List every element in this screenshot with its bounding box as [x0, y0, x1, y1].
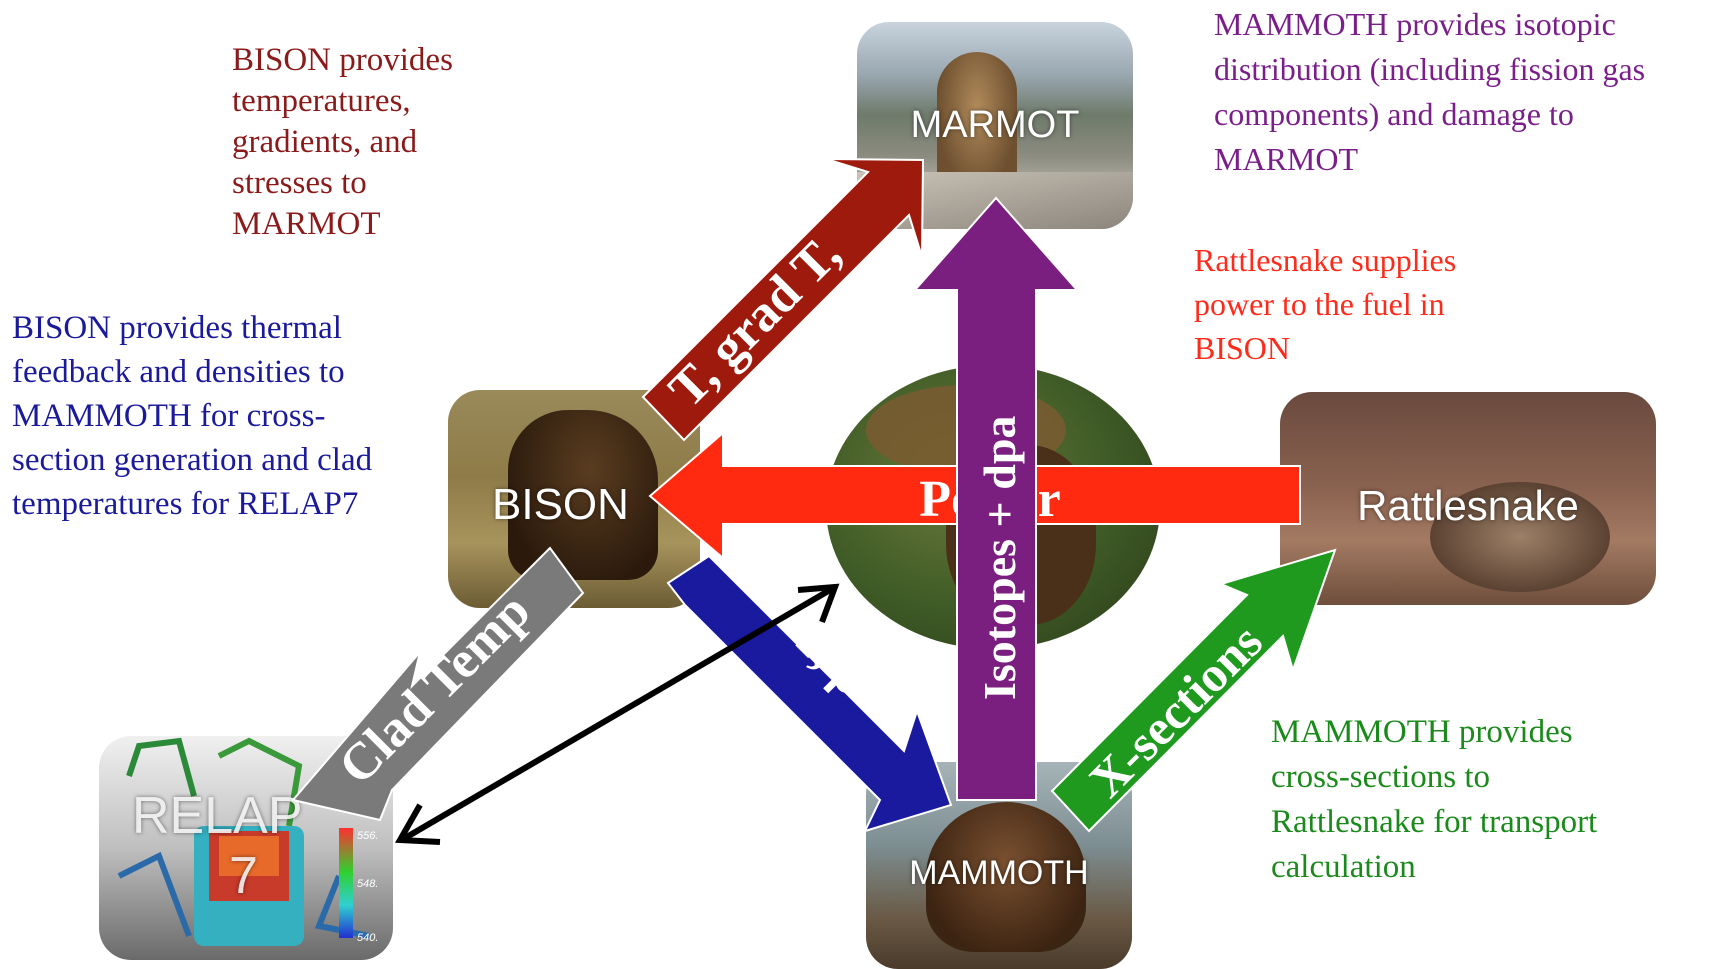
- relap7-label-line1: RELAP: [132, 787, 303, 845]
- rattlesnake-tile: Rattlesnake: [1280, 392, 1656, 605]
- arrow-clad-temp-label: Clad Temp: [328, 582, 541, 795]
- link-head-relap: [394, 803, 441, 845]
- link-head-moose: [797, 583, 840, 624]
- rattlesnake-image: [1430, 482, 1610, 592]
- mammoth-label: MAMMOTH: [909, 854, 1089, 892]
- arrow-t-grad: [641, 158, 925, 442]
- relap-moose-link: [403, 587, 832, 841]
- arrow-x-sections: [1050, 548, 1337, 833]
- caption-bison-to-marmot: BISON provides temperatures, gradients, …: [232, 42, 453, 242]
- arrow-t-rho: [666, 554, 953, 833]
- marmot-image: [937, 52, 1017, 192]
- caption-mammoth-to-rattlesnake: MAMMOTH provides cross-sections to Rattl…: [1271, 714, 1598, 885]
- mammoth-image: [926, 802, 1086, 952]
- caption-mammoth-to-marmot: MAMMOTH provides isotopic distribution (…: [1214, 6, 1646, 177]
- caption-bison-to-mammoth: BISON provides thermal feedback and dens…: [12, 310, 373, 522]
- caption-rattlesnake-to-bison: Rattlesnake supplies power to the fuel i…: [1194, 242, 1457, 366]
- arrow-isotopes-label: Isotopes + dpa: [974, 416, 1025, 700]
- bison-tile: BISON: [448, 390, 700, 608]
- rattlesnake-label: Rattlesnake: [1357, 482, 1579, 529]
- bison-image: [508, 410, 658, 580]
- scale-tick-540: 540.: [357, 932, 379, 944]
- arrow-t-grad-label: T, grad T,: [658, 225, 852, 419]
- arrow-x-sections-label: X-sections: [1078, 613, 1273, 808]
- arrow-clad-temp: [291, 546, 585, 822]
- arrow-isotopes: [912, 196, 1080, 801]
- relap7-pipes-image: [117, 737, 370, 946]
- scale-tick-556: 556.: [357, 830, 379, 842]
- marmot-label: MARMOT: [910, 104, 1080, 146]
- relap7-label-line2: 7: [229, 847, 258, 905]
- bison-label: BISON: [492, 480, 629, 529]
- relap7-colorbar: [339, 828, 353, 938]
- scale-tick-548: 548.: [357, 878, 379, 890]
